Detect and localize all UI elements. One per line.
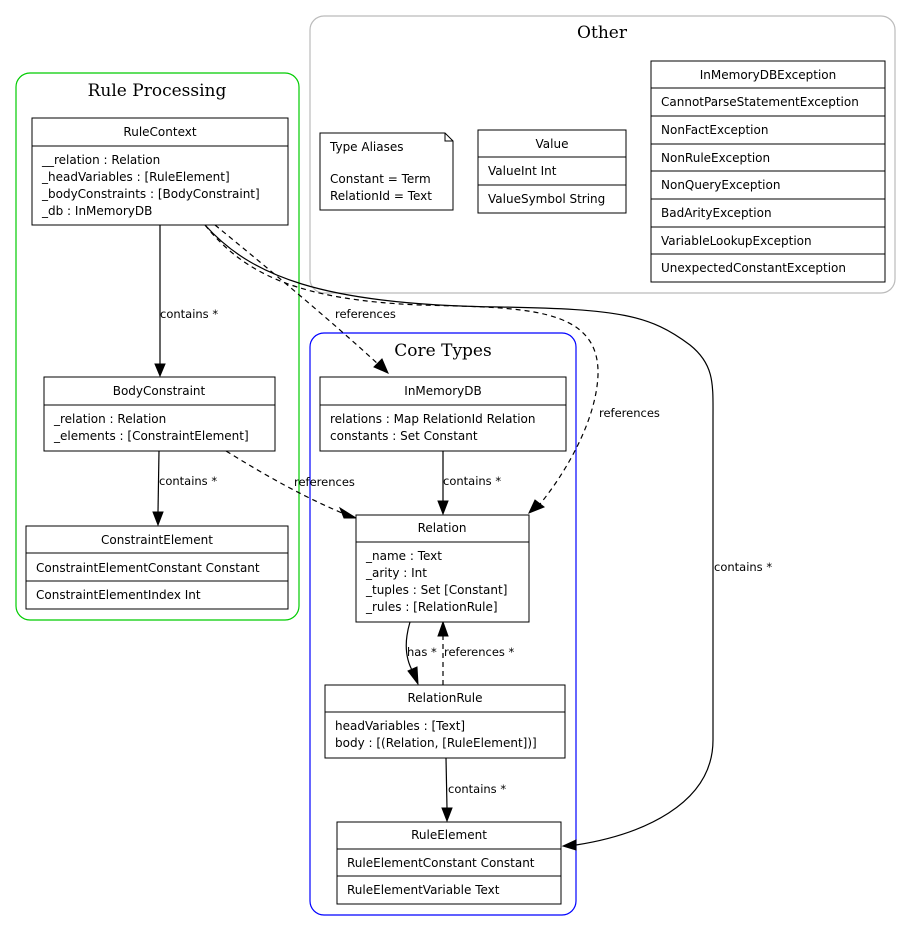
- class-rulecontext-field: _db : InMemoryDB: [41, 204, 152, 218]
- edge-rulecontext-ruleelement: [204, 224, 714, 846]
- edge-relationrule-relation-arrow: [437, 620, 449, 637]
- class-constraintelement-constructor: ConstraintElementIndex Int: [36, 588, 201, 602]
- cluster-core-types: Core Types: [309, 332, 577, 916]
- class-inmemorydbexception-constructor: VariableLookupException: [661, 234, 812, 248]
- class-relationrule: RelationRule headVariables : [Text] body…: [324, 684, 566, 759]
- class-inmemorydb: InMemoryDB relations : Map RelationId Re…: [319, 376, 567, 452]
- edge-relationrule-relation-label: references *: [444, 645, 515, 659]
- edge-rulecontext-relation: [204, 224, 599, 505]
- cluster-core-types-frame: [309, 332, 577, 916]
- class-inmemorydbexception-constructor: NonRuleException: [661, 151, 770, 165]
- class-ruleelement: RuleElement RuleElementConstant Constant…: [336, 821, 562, 905]
- edge-rulecontext-bodyconstraint-label: contains *: [160, 307, 218, 321]
- class-relation-field: _tuples : Set [Constant]: [365, 583, 507, 597]
- class-constraintelement: ConstraintElement ConstraintElementConst…: [25, 525, 289, 610]
- cluster-rule-processing-frame: [15, 72, 300, 621]
- note-type-aliases: Type Aliases Constant = Term RelationId …: [319, 132, 454, 211]
- edge-inmemorydb-relation-arrow: [437, 500, 449, 516]
- class-bodyconstraint: BodyConstraint _relation : Relation _ele…: [43, 376, 276, 452]
- edge-relationrule-ruleelement-arrow: [441, 807, 453, 823]
- edge-rulecontext-inmemorydb: [214, 224, 379, 365]
- class-constraintelement-box: [25, 525, 289, 610]
- class-rulecontext-box: [31, 117, 289, 226]
- edge-bodyconstraint-relation: [225, 450, 343, 514]
- class-value: Value ValueInt Int ValueSymbol String: [477, 129, 627, 214]
- cluster-core-types-title: Core Types: [394, 341, 491, 361]
- class-bodyconstraint-field: _elements : [ConstraintElement]: [53, 429, 249, 443]
- class-value-constructor: ValueSymbol String: [488, 192, 605, 206]
- class-bodyconstraint-name: BodyConstraint: [113, 384, 206, 398]
- class-relation-field: _arity : Int: [365, 566, 427, 580]
- class-relation-box: [355, 514, 530, 623]
- edge-bodyconstraint-constraintelement-arrow: [152, 511, 164, 527]
- class-relationrule-field: headVariables : [Text]: [335, 719, 465, 733]
- class-relation: Relation _name : Text _arity : Int _tupl…: [355, 514, 530, 623]
- class-bodyconstraint-box: [43, 376, 276, 452]
- class-inmemorydbexception: InMemoryDBException CannotParseStatement…: [650, 60, 886, 283]
- class-inmemorydbexception-constructor: NonFactException: [661, 123, 768, 137]
- class-inmemorydbexception-constructor: UnexpectedConstantException: [661, 261, 846, 275]
- edges: contains * references references contain…: [152, 224, 772, 851]
- class-relation-field: _rules : [RelationRule]: [365, 600, 498, 614]
- class-inmemorydbexception-constructor: CannotParseStatementException: [661, 95, 859, 109]
- edge-rulecontext-bodyconstraint-arrow: [154, 363, 166, 378]
- note-type-aliases-line: Type Aliases: [329, 140, 404, 154]
- note-type-aliases-shape: [319, 132, 454, 211]
- edge-rulecontext-relation-label: references: [599, 406, 660, 420]
- class-inmemorydb-field: relations : Map RelationId Relation: [330, 412, 535, 426]
- class-ruleelement-box: [336, 821, 562, 905]
- class-relationrule-name: RelationRule: [408, 691, 483, 705]
- class-rulecontext-field: __relation : Relation: [41, 153, 160, 167]
- class-value-constructor: ValueInt Int: [488, 164, 557, 178]
- class-rulecontext-name: RuleContext: [123, 125, 196, 139]
- class-bodyconstraint-field: _relation : Relation: [53, 412, 166, 426]
- class-relation-field: _name : Text: [365, 549, 442, 563]
- class-ruleelement-constructor: RuleElementConstant Constant: [347, 856, 535, 870]
- class-ruleelement-name: RuleElement: [411, 828, 487, 842]
- cluster-other: Other: [309, 15, 896, 294]
- class-inmemorydbexception-name: InMemoryDBException: [700, 68, 836, 82]
- edge-bodyconstraint-relation-arrow: [338, 506, 358, 519]
- class-inmemorydb-name: InMemoryDB: [404, 384, 481, 398]
- class-rulecontext-field: _bodyConstraints : [BodyConstraint]: [41, 187, 260, 201]
- edge-rulecontext-ruleelement-arrow: [561, 839, 577, 851]
- class-inmemorydb-field: constants : Set Constant: [330, 429, 478, 443]
- edge-bodyconstraint-relation-label: references: [294, 475, 355, 489]
- edge-bodyconstraint-constraintelement: [157, 450, 160, 513]
- class-value-name: Value: [536, 137, 569, 151]
- edge-relation-relationrule: [405, 621, 414, 673]
- edge-rulecontext-inmemorydb-arrow: [373, 358, 389, 374]
- class-rulecontext-field: _headVariables : [RuleElement]: [41, 170, 230, 184]
- class-constraintelement-constructor: ConstraintElementConstant Constant: [36, 561, 260, 575]
- note-type-aliases-line: RelationId = Text: [330, 189, 432, 203]
- cluster-rule-processing: Rule Processing: [15, 72, 300, 621]
- note-type-aliases-line: Constant = Term: [330, 172, 431, 186]
- class-relationrule-box: [324, 684, 566, 759]
- class-rulecontext: RuleContext __relation : Relation _headV…: [31, 117, 289, 226]
- cluster-other-title: Other: [577, 23, 628, 43]
- edge-rulecontext-inmemorydb-label: references: [335, 307, 396, 321]
- class-constraintelement-name: ConstraintElement: [101, 533, 213, 547]
- class-value-box: [477, 129, 627, 214]
- class-inmemorydb-box: [319, 376, 567, 452]
- cluster-other-frame: [309, 15, 896, 294]
- class-inmemorydbexception-constructor: BadArityException: [661, 206, 772, 220]
- edge-relation-relationrule-arrow: [407, 666, 419, 686]
- edge-rulecontext-ruleelement-label: contains *: [714, 560, 772, 574]
- class-relation-name: Relation: [418, 521, 467, 535]
- class-ruleelement-constructor: RuleElementVariable Text: [347, 883, 500, 897]
- cluster-rule-processing-title: Rule Processing: [88, 81, 227, 101]
- edge-relation-relationrule-label: has *: [407, 645, 437, 659]
- edge-rulecontext-relation-arrow: [528, 499, 545, 514]
- class-inmemorydbexception-constructor: NonQueryException: [661, 178, 780, 192]
- note-type-aliases-fold: [444, 133, 453, 142]
- edge-bodyconstraint-constraintelement-label: contains *: [159, 474, 217, 488]
- edge-inmemorydb-relation-label: contains *: [443, 474, 501, 488]
- class-relationrule-field: body : [(Relation, [RuleElement])]: [335, 736, 537, 750]
- edge-relationrule-ruleelement: [445, 757, 448, 809]
- edge-relationrule-ruleelement-label: contains *: [448, 782, 506, 796]
